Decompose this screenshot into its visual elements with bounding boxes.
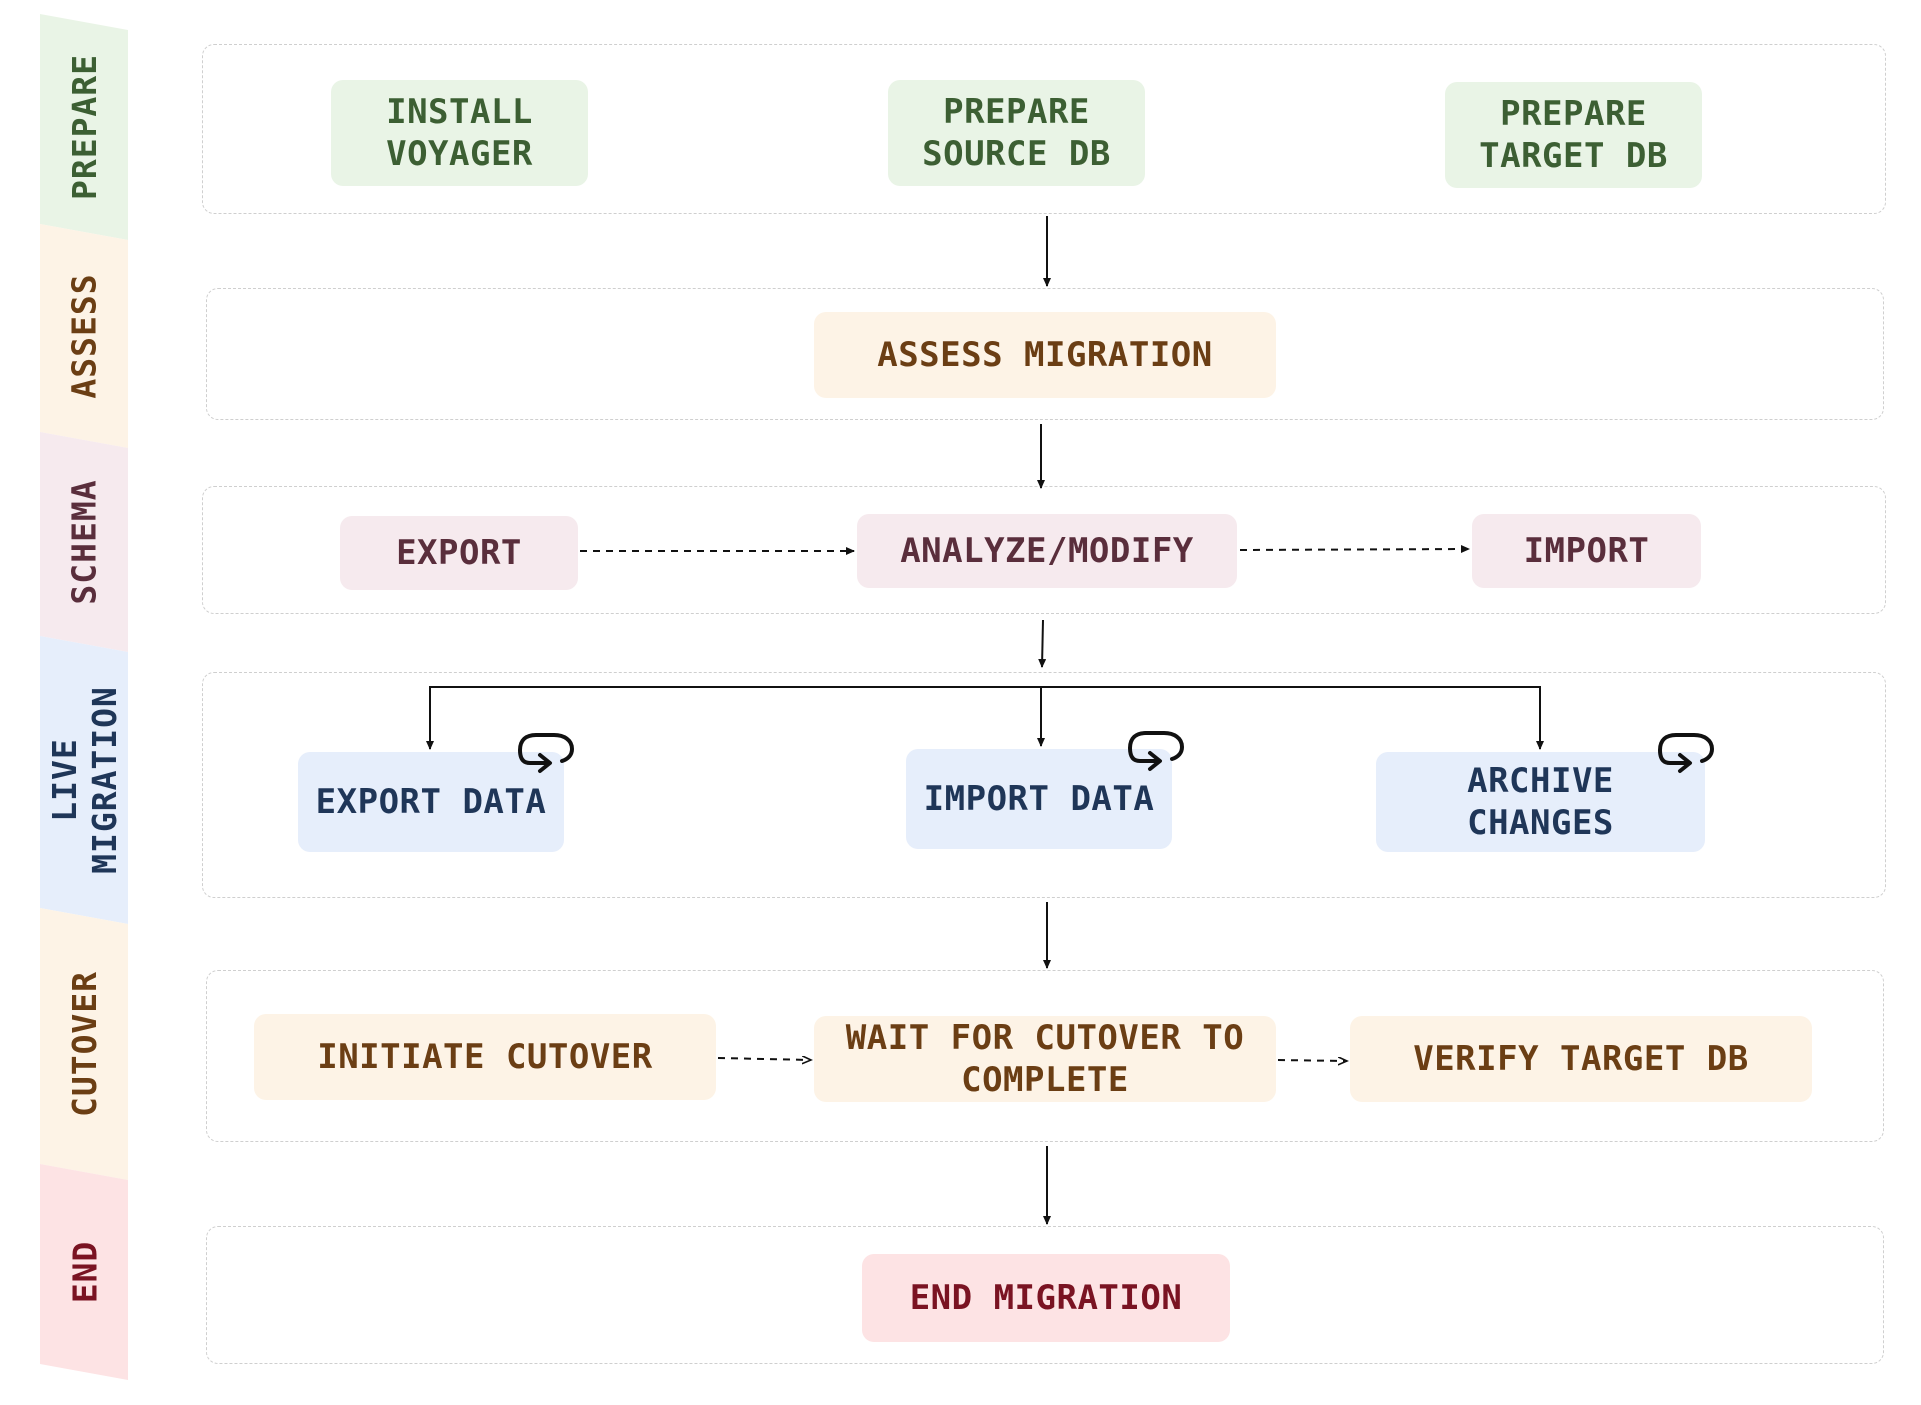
import-data-box[interactable]: IMPORT DATA	[906, 749, 1172, 849]
initiate-cutover-box[interactable]: INITIATE CUTOVER	[254, 1014, 716, 1100]
prepare-target-db-box[interactable]: PREPARE TARGET DB	[1445, 82, 1702, 188]
phase-schema: SCHEMA	[40, 440, 130, 644]
install-voyager-box[interactable]: INSTALL VOYAGER	[331, 80, 588, 186]
initiate-cutover-label: INITIATE CUTOVER	[317, 1037, 653, 1077]
schema-analyze-modify-box[interactable]: ANALYZE/MODIFY	[857, 514, 1237, 588]
install-voyager-label: INSTALL VOYAGER	[386, 92, 533, 174]
schema-export-label: EXPORT	[396, 533, 522, 573]
archive-changes-label: ARCHIVE CHANGES	[1467, 761, 1614, 843]
phase-label-cutover: CUTOVER	[65, 970, 105, 1118]
phase-live-migration: LIVE MIGRATION	[40, 644, 130, 916]
phase-prepare: PREPARE	[40, 22, 130, 232]
archive-changes-box[interactable]: ARCHIVE CHANGES	[1376, 752, 1705, 852]
verify-target-db-label: VERIFY TARGET DB	[1413, 1039, 1749, 1079]
phase-label-schema: SCHEMA	[65, 479, 104, 605]
end-migration-label: END MIGRATION	[909, 1278, 1183, 1318]
verify-target-db-box[interactable]: VERIFY TARGET DB	[1350, 1016, 1812, 1102]
import-data-label: IMPORT DATA	[923, 779, 1155, 819]
export-data-label: EXPORT DATA	[315, 782, 547, 822]
phase-label-assess: ASSESS	[65, 273, 104, 399]
phase-assess: ASSESS	[40, 232, 130, 440]
schema-import-label: IMPORT	[1523, 531, 1650, 571]
export-data-box[interactable]: EXPORT DATA	[298, 752, 564, 852]
phase-label-prepare: PREPARE	[65, 53, 105, 201]
phase-band-cutover	[40, 908, 128, 1180]
schema-analyze-modify-label: ANALYZE/MODIFY	[900, 531, 1194, 571]
phase-band-prepare	[40, 14, 128, 240]
assess-migration-label: ASSESS MIGRATION	[877, 335, 1213, 375]
phase-band-schema	[40, 432, 128, 652]
phase-band-live-migration	[40, 636, 128, 924]
phase-band-assess	[40, 224, 128, 448]
phase-label-live-migration: LIVE MIGRATION	[45, 686, 124, 874]
arrow-schema-to-live	[1038, 619, 1047, 668]
phase-band-end	[40, 1164, 128, 1380]
phase-label-end: END	[64, 1240, 104, 1304]
phase-rail	[40, 14, 128, 1380]
end-migration-box[interactable]: END MIGRATION	[862, 1254, 1230, 1342]
schema-export-box[interactable]: EXPORT	[340, 516, 578, 590]
assess-migration-box[interactable]: ASSESS MIGRATION	[814, 312, 1276, 398]
prepare-target-db-label: PREPARE TARGET DB	[1479, 94, 1668, 176]
wait-for-cutover-box[interactable]: WAIT FOR CUTOVER TO COMPLETE	[814, 1016, 1276, 1102]
schema-import-box[interactable]: IMPORT	[1472, 514, 1701, 588]
prepare-source-db-box[interactable]: PREPARE SOURCE DB	[888, 80, 1145, 186]
phase-end: END	[40, 1172, 130, 1372]
prepare-source-db-label: PREPARE SOURCE DB	[922, 92, 1111, 174]
wait-for-cutover-label: WAIT FOR CUTOVER TO COMPLETE	[845, 1018, 1245, 1100]
phase-cutover: CUTOVER	[40, 916, 130, 1172]
